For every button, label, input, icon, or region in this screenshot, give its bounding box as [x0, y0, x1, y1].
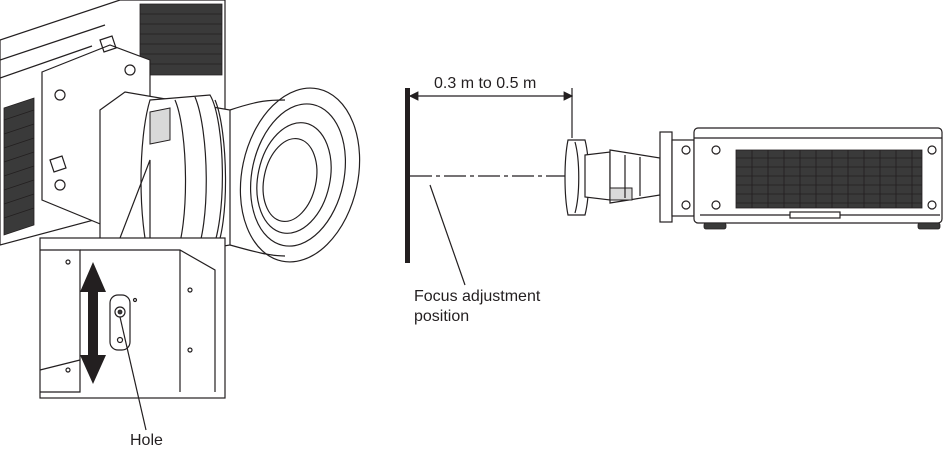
slide-direction-arrow — [80, 262, 106, 384]
projector-side-view — [564, 127, 943, 230]
hole-label: Hole — [130, 432, 163, 449]
hole-detail-inset — [39, 237, 226, 431]
focus-leader-line — [429, 184, 466, 286]
top-vent — [139, 3, 223, 76]
focus-position-label-line1: Focus adjustment — [414, 288, 541, 305]
focus-position-label-line2: position — [414, 308, 470, 325]
screen-plane — [405, 88, 410, 263]
callout-lines — [119, 159, 151, 239]
side-vent — [3, 97, 35, 236]
hole-leader-line — [119, 316, 147, 431]
distance-dimension — [408, 88, 574, 138]
projector-perspective — [0, 0, 361, 263]
distance-label: 0.3 m to 0.5 m — [434, 75, 537, 92]
side-vent-grille — [735, 149, 923, 209]
